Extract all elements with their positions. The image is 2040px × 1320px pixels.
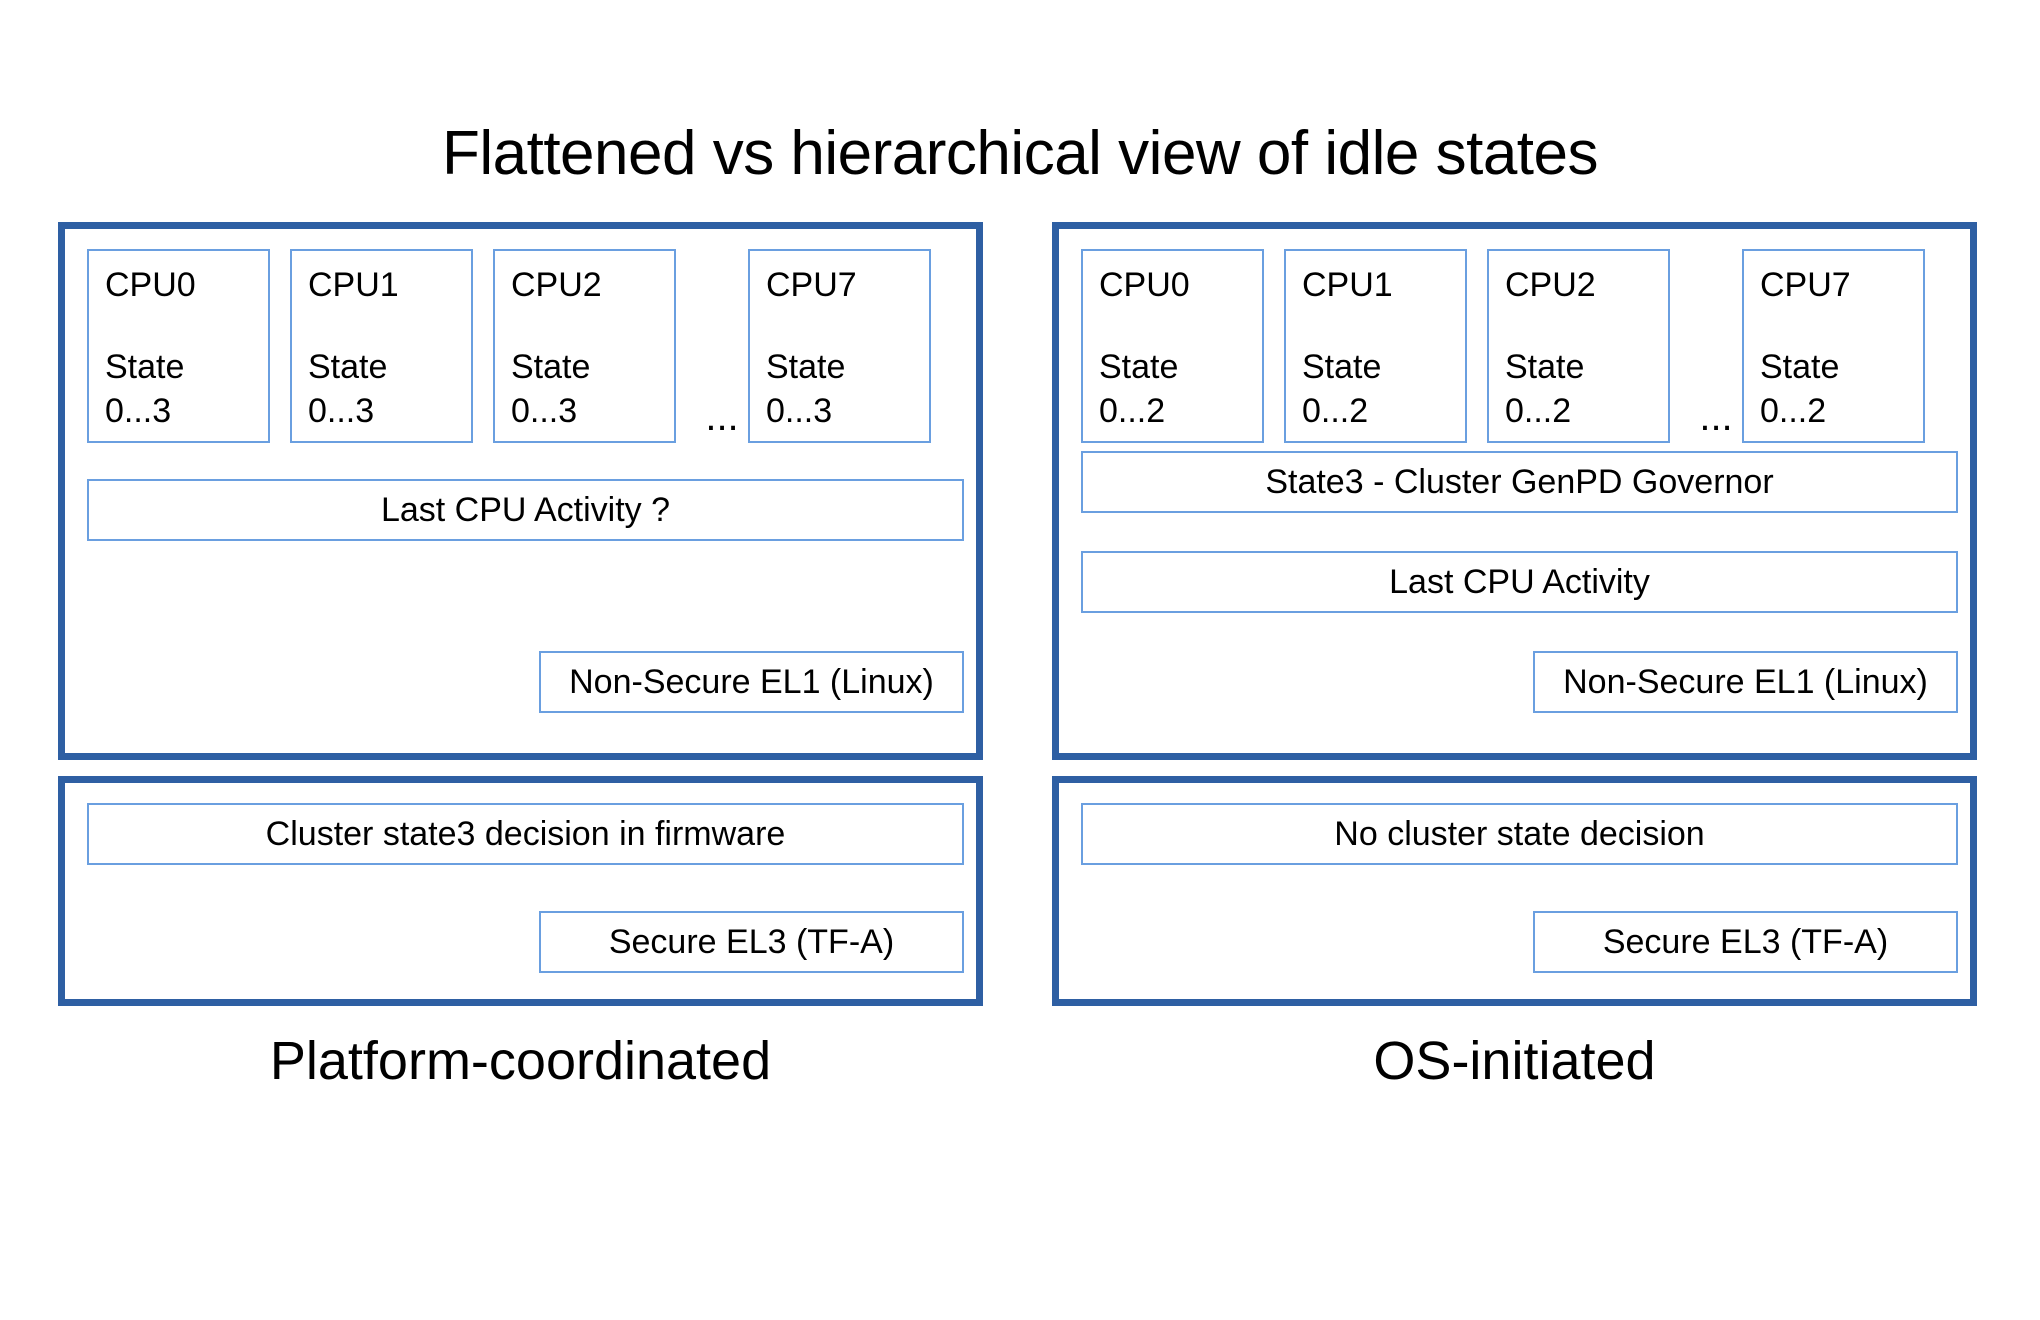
cpu-state-label: State bbox=[1505, 348, 1585, 386]
left-cpu-row: CPU0 State 0...3 CPU1 State 0...3 CPU2 S… bbox=[87, 249, 954, 443]
cpu-state-label: State bbox=[1099, 348, 1179, 386]
left-cpu-box-2: CPU2 State 0...3 bbox=[493, 249, 676, 443]
cpu-state-range: 0...2 bbox=[1760, 392, 1827, 430]
left-cpu-box-1: CPU1 State 0...3 bbox=[290, 249, 473, 443]
cpu-state-label: State bbox=[1302, 348, 1382, 386]
left-secure-el3-label: Secure EL3 (TF-A) bbox=[539, 911, 964, 973]
right-os-panel: CPU0 State 0...2 CPU1 State 0...2 CPU2 S… bbox=[1052, 222, 1977, 760]
right-cpu-ellipsis: ... bbox=[1699, 395, 1733, 439]
cpu-name: CPU2 bbox=[511, 266, 602, 304]
left-panel-caption: Platform-coordinated bbox=[269, 1031, 772, 1091]
cpu-name: CPU7 bbox=[766, 266, 857, 304]
cpu-state-label: State bbox=[1760, 348, 1840, 386]
right-cpu-box-1: CPU1 State 0...2 bbox=[1284, 249, 1467, 443]
cpu-state-label: State bbox=[105, 348, 185, 386]
right-secure-el3-label: Secure EL3 (TF-A) bbox=[1533, 911, 1958, 973]
cpu-name: CPU2 bbox=[1505, 266, 1596, 304]
cpu-state-range: 0...2 bbox=[1302, 392, 1369, 430]
right-last-cpu-activity-box: Last CPU Activity bbox=[1081, 551, 1958, 613]
cpu-name: CPU1 bbox=[308, 266, 399, 304]
cpu-name: CPU7 bbox=[1760, 266, 1851, 304]
cpu-name: CPU0 bbox=[105, 266, 196, 304]
cpu-state-range: 0...3 bbox=[766, 392, 833, 430]
right-cpu-box-0: CPU0 State 0...2 bbox=[1081, 249, 1264, 443]
right-column: CPU0 State 0...2 CPU1 State 0...2 CPU2 S… bbox=[1052, 222, 1977, 1006]
left-cpu-ellipsis: ... bbox=[705, 395, 739, 439]
right-cpu-row: CPU0 State 0...2 CPU1 State 0...2 CPU2 S… bbox=[1081, 249, 1948, 443]
cpu-name: CPU1 bbox=[1302, 266, 1393, 304]
left-cpu-box-0: CPU0 State 0...3 bbox=[87, 249, 270, 443]
left-firmware-decision-box: Cluster state3 decision in firmware bbox=[87, 803, 964, 865]
page-title: Flattened vs hierarchical view of idle s… bbox=[441, 119, 1599, 188]
left-non-secure-el1-label: Non-Secure EL1 (Linux) bbox=[539, 651, 964, 713]
cpu-state-label: State bbox=[766, 348, 846, 386]
right-cpu-box-7: CPU7 State 0...2 bbox=[1742, 249, 1925, 443]
cpu-state-range: 0...2 bbox=[1099, 392, 1166, 430]
cpu-name: CPU0 bbox=[1099, 266, 1190, 304]
right-firmware-decision-box: No cluster state decision bbox=[1081, 803, 1958, 865]
left-os-panel: CPU0 State 0...3 CPU1 State 0...3 CPU2 S… bbox=[58, 222, 983, 760]
cpu-state-label: State bbox=[511, 348, 591, 386]
left-firmware-panel: Cluster state3 decision in firmware Secu… bbox=[58, 776, 983, 1006]
right-non-secure-el1-label: Non-Secure EL1 (Linux) bbox=[1533, 651, 1958, 713]
left-cpu-box-7: CPU7 State 0...3 bbox=[748, 249, 931, 443]
right-cluster-genpd-governor-box: State3 - Cluster GenPD Governor bbox=[1081, 451, 1958, 513]
right-panel-caption: OS-initiated bbox=[1373, 1031, 1656, 1091]
cpu-state-range: 0...2 bbox=[1505, 392, 1572, 430]
left-last-cpu-activity-box: Last CPU Activity ? bbox=[87, 479, 964, 541]
left-column: CPU0 State 0...3 CPU1 State 0...3 CPU2 S… bbox=[58, 222, 983, 1006]
cpu-state-range: 0...3 bbox=[105, 392, 172, 430]
cpu-state-label: State bbox=[308, 348, 388, 386]
cpu-state-range: 0...3 bbox=[308, 392, 375, 430]
cpu-state-range: 0...3 bbox=[511, 392, 578, 430]
right-firmware-panel: No cluster state decision Secure EL3 (TF… bbox=[1052, 776, 1977, 1006]
right-cpu-box-2: CPU2 State 0...2 bbox=[1487, 249, 1670, 443]
